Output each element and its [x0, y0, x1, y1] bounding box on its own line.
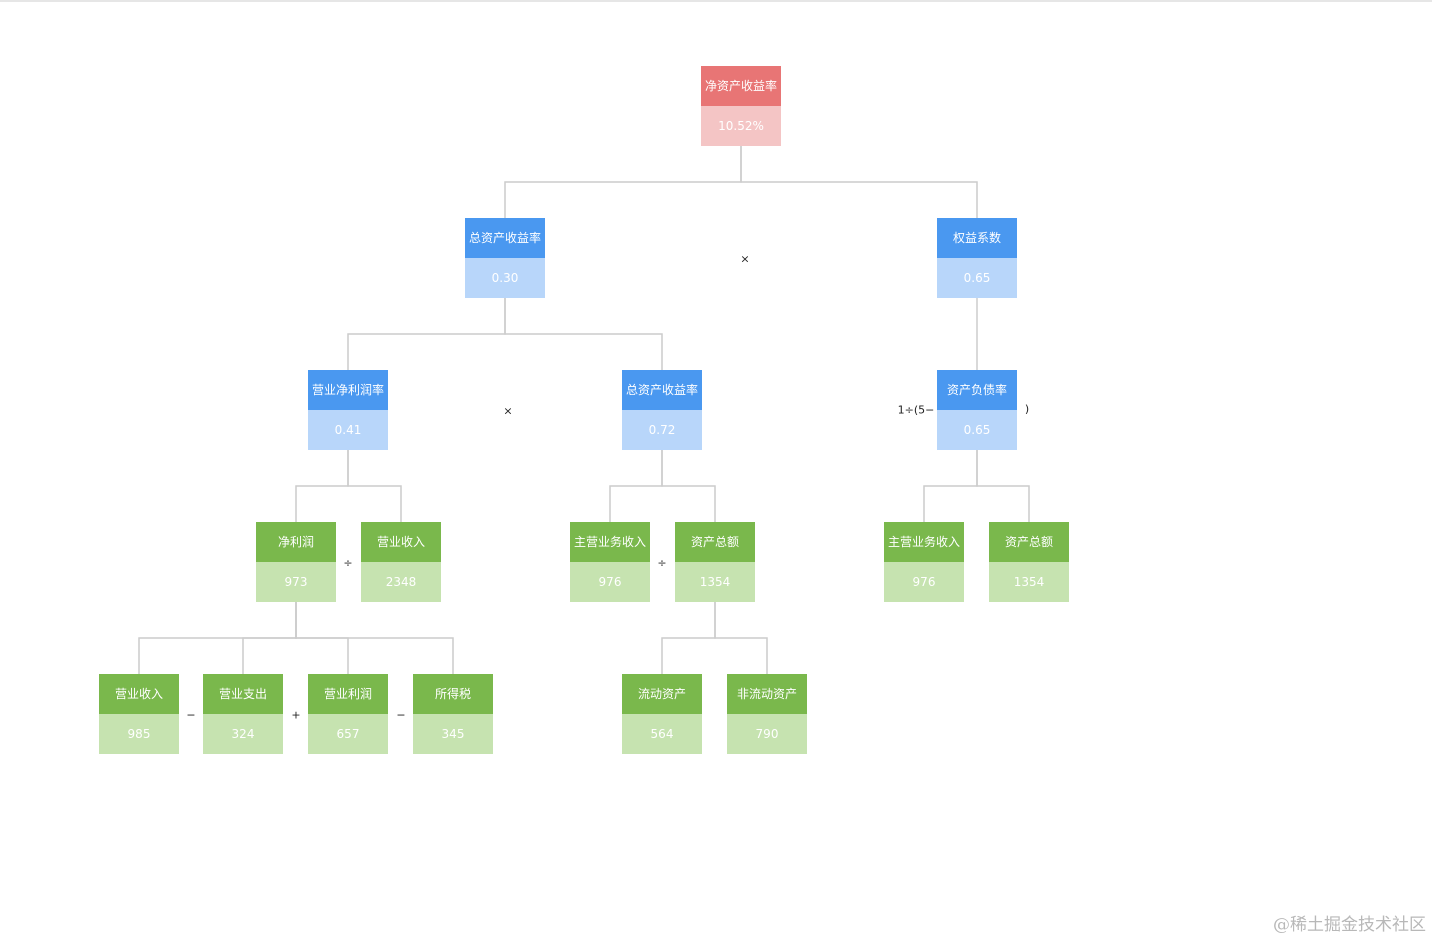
- node-value: 973: [256, 562, 336, 602]
- op-minus-2: −: [396, 708, 406, 722]
- node-label: 总资产收益率: [622, 370, 702, 410]
- node-label: 非流动资产: [727, 674, 807, 714]
- node-value: 976: [570, 562, 650, 602]
- node-value: 657: [308, 714, 388, 754]
- edge-net-profit-expense: [242, 602, 297, 674]
- node-label: 流动资产: [622, 674, 702, 714]
- node-value: 790: [727, 714, 807, 754]
- node-label: 权益系数: [937, 218, 1017, 258]
- edge-roe-roa: [504, 146, 742, 218]
- node-value: 1354: [989, 562, 1069, 602]
- node-value: 0.30: [465, 258, 545, 298]
- node-label: 主营业务收入: [884, 522, 964, 562]
- node-value: 0.41: [308, 410, 388, 450]
- node-label: 总资产收益率: [465, 218, 545, 258]
- node-label: 营业净利润率: [308, 370, 388, 410]
- node-label: 净资产收益率: [701, 66, 781, 106]
- op-debt-suffix: ): [1024, 402, 1030, 416]
- top-divider: [0, 0, 1432, 2]
- node-value: 324: [203, 714, 283, 754]
- node-label: 资产总额: [989, 522, 1069, 562]
- node-label: 所得税: [413, 674, 493, 714]
- node-label: 资产总额: [675, 522, 755, 562]
- node-label: 营业收入: [99, 674, 179, 714]
- node-value: 564: [622, 714, 702, 754]
- watermark: @稀土掘金技术社区: [1273, 915, 1426, 935]
- edge-total-assets-a-current-assets: [661, 602, 716, 674]
- op-debt-prefix: 1÷(5−: [897, 403, 935, 417]
- node-value: 1354: [675, 562, 755, 602]
- edge-asset-ratio-main-revenue-a: [609, 450, 663, 522]
- node-value: 0.65: [937, 258, 1017, 298]
- op-plus: +: [291, 708, 301, 722]
- node-value: 0.72: [622, 410, 702, 450]
- op-margin-divide: ÷: [343, 556, 353, 570]
- node-value: 976: [884, 562, 964, 602]
- edge-debt-ratio-total-assets-b: [976, 450, 1030, 522]
- edge-debt-ratio-main-revenue-b: [923, 450, 978, 522]
- node-value: 0.65: [937, 410, 1017, 450]
- edge-net-margin-net-profit: [295, 450, 349, 522]
- node-value: 985: [99, 714, 179, 754]
- node-label: 资产负债率: [937, 370, 1017, 410]
- edge-roa-asset-ratio: [504, 298, 663, 370]
- node-label: 营业支出: [203, 674, 283, 714]
- node-label: 主营业务收入: [570, 522, 650, 562]
- node-label: 营业利润: [308, 674, 388, 714]
- node-value: 10.52%: [701, 106, 781, 146]
- edge-total-assets-a-noncurrent-assets: [714, 602, 768, 674]
- edge-asset-ratio-total-assets-a: [661, 450, 716, 522]
- op-roa-multiply: ×: [503, 404, 513, 418]
- node-value: 2348: [361, 562, 441, 602]
- op-minus-1: −: [186, 708, 196, 722]
- node-label: 净利润: [256, 522, 336, 562]
- op-asset-divide: ÷: [657, 556, 667, 570]
- edge-roa-net-margin: [347, 298, 506, 370]
- edge-net-profit-income-tax: [295, 602, 454, 674]
- edge-roe-equity-multiplier: [740, 146, 978, 218]
- node-label: 营业收入: [361, 522, 441, 562]
- op-roe-multiply: ×: [740, 252, 750, 266]
- edge-net-margin-revenue-a: [347, 450, 402, 522]
- node-value: 345: [413, 714, 493, 754]
